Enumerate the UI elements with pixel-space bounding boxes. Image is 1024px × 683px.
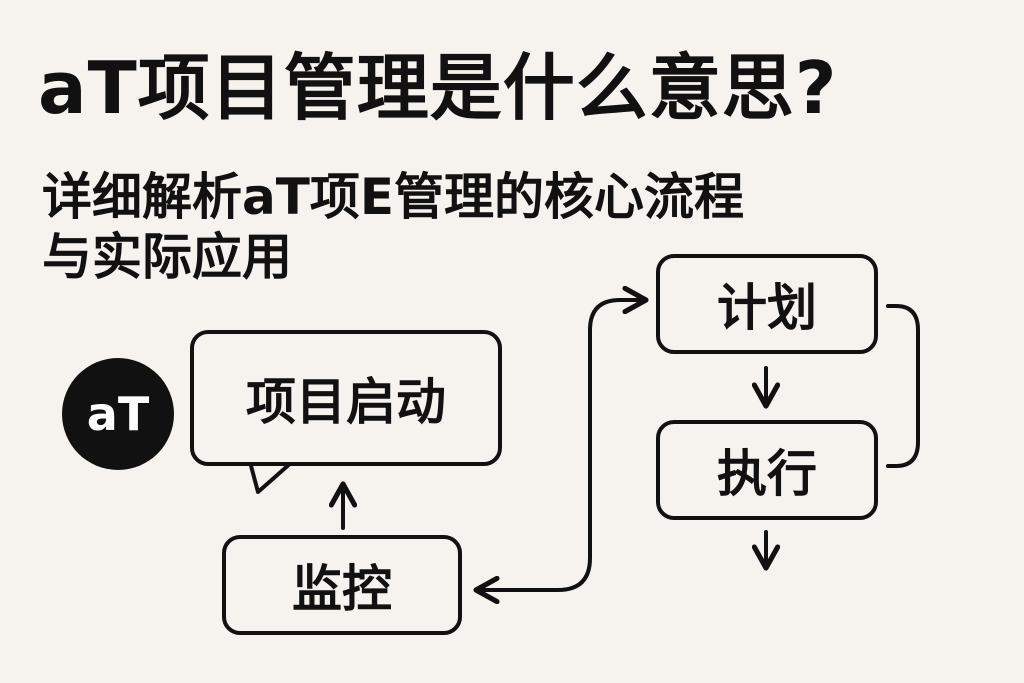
at-logo: aT xyxy=(62,358,174,470)
speech-bubble-tail xyxy=(248,460,294,494)
subtitle-line-1: 详细解析aT项E管理的核心流程 xyxy=(42,168,745,226)
node-execute: 执行 xyxy=(656,420,878,520)
node-plan: 计划 xyxy=(656,254,878,354)
loop-plan-execute xyxy=(886,304,920,468)
page-subtitle: 详细解析aT项E管理的核心流程 与实际应用 xyxy=(42,167,982,287)
node-project-start: 项目启动 xyxy=(190,330,502,466)
page-title: aT项目管理是什么意思? xyxy=(38,46,838,130)
subtitle-line-2: 与实际应用 xyxy=(42,228,292,286)
node-monitor: 监控 xyxy=(222,535,462,635)
